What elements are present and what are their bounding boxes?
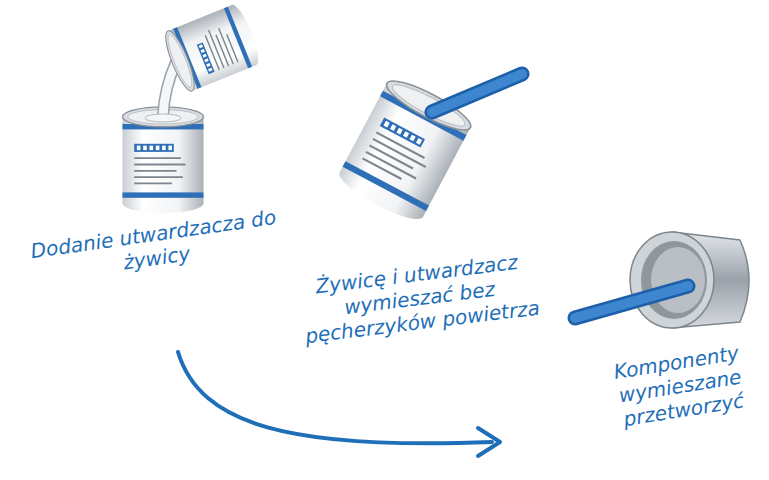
step-label: Dodanie utwardzacza do żywicy (28, 205, 282, 287)
step-label: Żywicę i utwardzacz wymieszać bez pęcher… (279, 246, 561, 351)
step-label: Komponenty wymieszane przetworzyć (597, 338, 764, 434)
